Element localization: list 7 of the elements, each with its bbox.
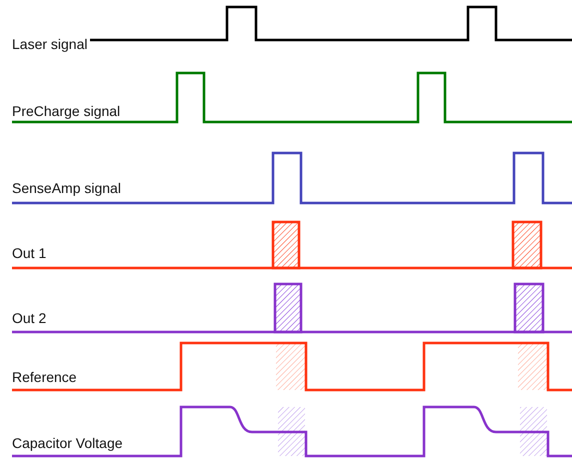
- signal-label: Capacitor Voltage: [10, 435, 125, 451]
- signal-label: Out 2: [10, 310, 48, 326]
- signal-label: Reference: [10, 369, 79, 385]
- signal-label: Laser signal: [10, 36, 90, 52]
- signal-label: SenseAmp signal: [10, 180, 123, 196]
- signal-label: Out 1: [10, 245, 48, 261]
- signal-label: PreCharge signal: [10, 103, 122, 119]
